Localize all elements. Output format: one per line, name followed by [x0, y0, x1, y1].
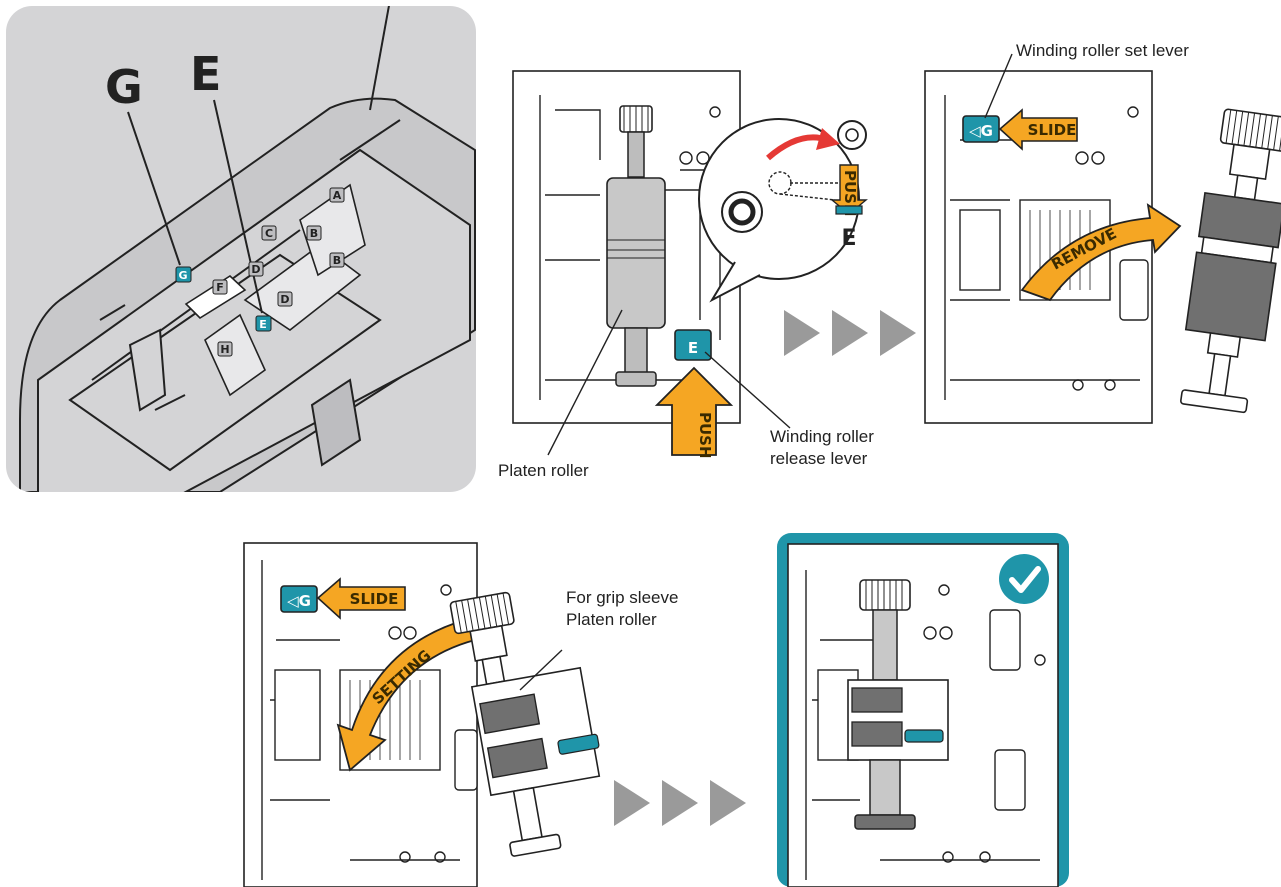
tag-d-1: D: [251, 263, 260, 276]
slide-label-3: SLIDE: [350, 590, 399, 608]
release-lever-label-1: Winding roller: [770, 427, 874, 446]
tag-f: F: [216, 281, 224, 294]
step1-panel: E PUSH PUSH E Platen roller Winding roll…: [498, 71, 874, 480]
tag-d-2: D: [280, 293, 289, 306]
set-lever-tag: ◁G: [969, 122, 993, 140]
overview-panel: A B B C D D F H G E G E: [6, 0, 476, 495]
label-e: E: [190, 47, 221, 101]
grip-label-1: For grip sleeve: [566, 588, 678, 607]
next-step-chevrons-1: [784, 310, 916, 356]
next-step-chevrons-2: [614, 780, 746, 826]
removed-roller: [1175, 108, 1281, 414]
tag-e-teal: E: [259, 318, 267, 331]
step3-panel: ◁G SLIDE SETTING For grip sleeve Platen …: [244, 543, 678, 887]
tag-b-1: B: [310, 227, 318, 240]
check-circle-icon: [999, 554, 1049, 604]
step4-panel: [777, 533, 1069, 887]
tag-b-2: B: [333, 254, 341, 267]
tag-g-teal: G: [178, 269, 187, 282]
release-lever-label-2: release lever: [770, 449, 868, 468]
tag-a: A: [333, 189, 342, 202]
set-lever-tag-3: ◁G: [287, 592, 311, 610]
tag-h: H: [220, 343, 229, 356]
label-g: G: [105, 60, 143, 114]
push-label: PUSH: [696, 412, 714, 459]
platen-roller-label: Platen roller: [498, 461, 589, 480]
set-lever-label: Winding roller set lever: [1016, 41, 1189, 60]
callout-letter: E: [841, 226, 856, 251]
tag-c: C: [265, 227, 273, 240]
release-lever-tag: E: [688, 339, 698, 357]
step2-panel: ◁G SLIDE REMOVE Winding roller set lever: [925, 41, 1281, 423]
grip-label-2: Platen roller: [566, 610, 657, 629]
slide-label: SLIDE: [1028, 121, 1077, 139]
